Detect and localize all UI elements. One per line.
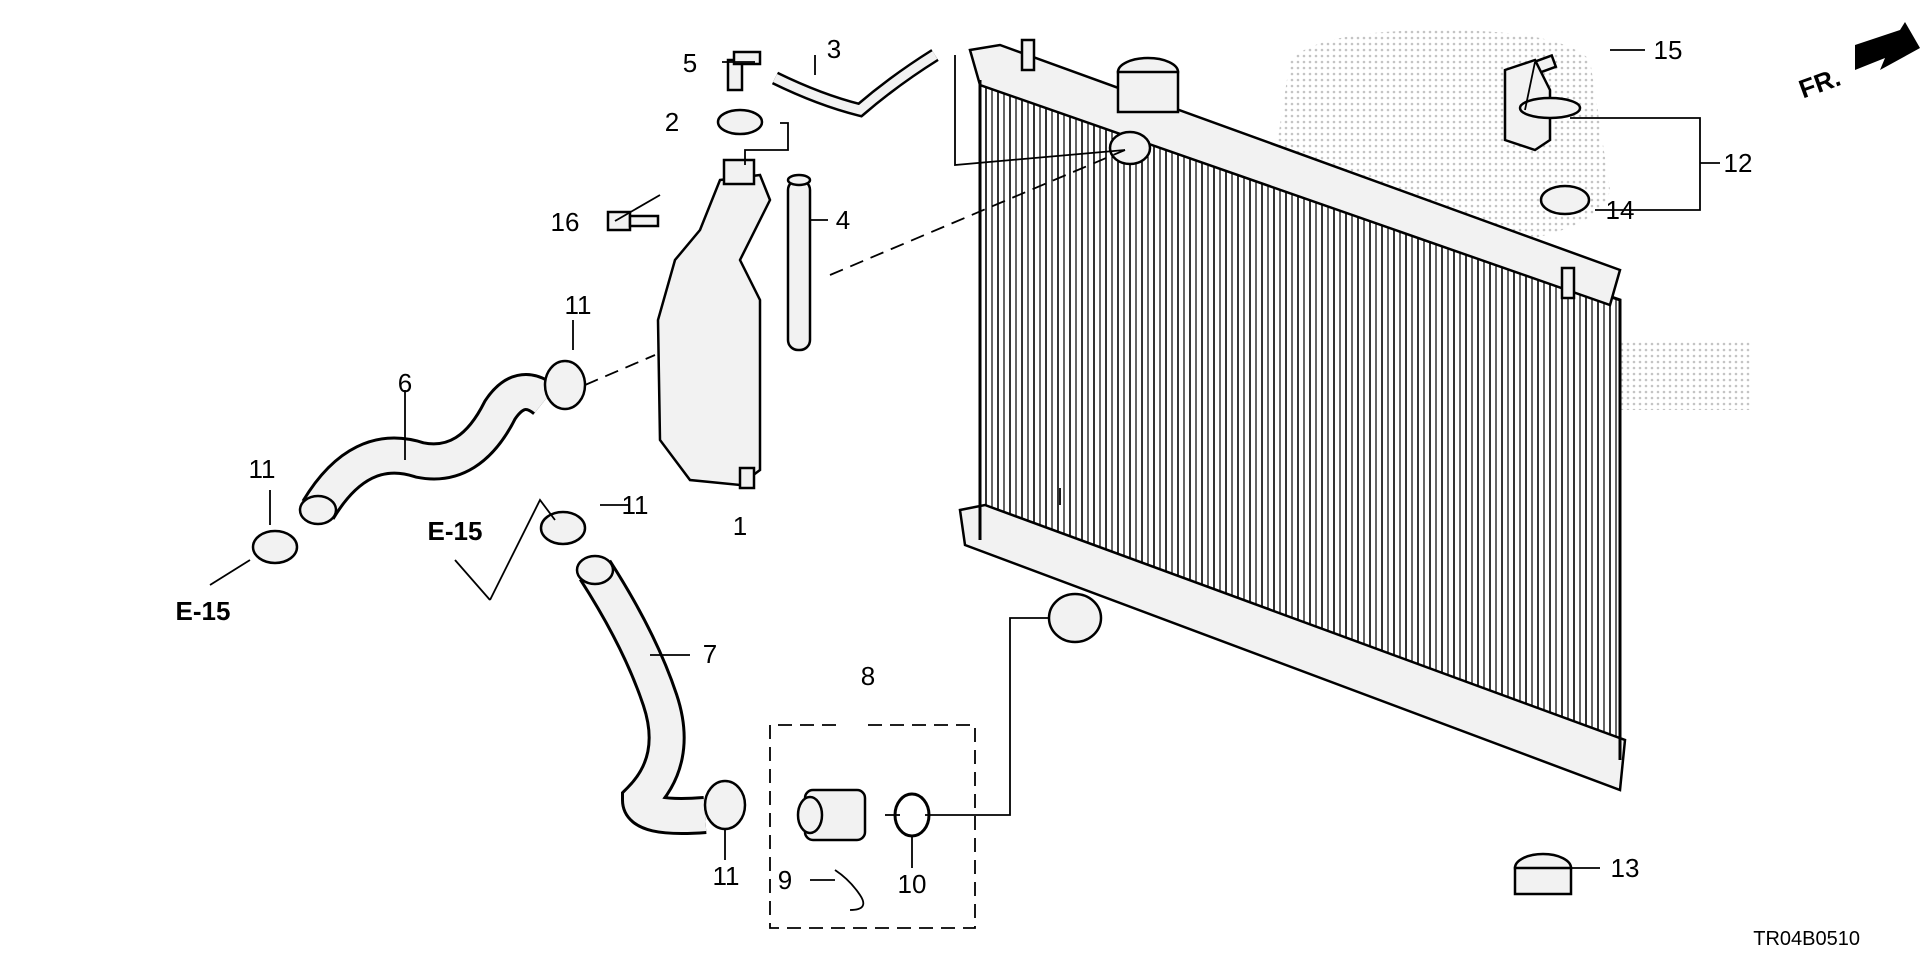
callout-6: 6 [398,368,412,398]
callout-11: 11 [622,490,649,520]
front-arrow-icon [1855,22,1920,70]
callout-14: 14 [1606,195,1635,225]
callout-13: 13 [1611,853,1640,883]
cross-ref-e15[interactable]: E-15 [176,596,231,626]
callout-10: 10 [898,869,927,899]
callout-15: 15 [1654,35,1683,65]
overflow-tube [786,173,812,352]
radiator [958,38,1627,792]
callout-3: 3 [827,34,841,64]
siphon-tube [771,49,939,118]
callout-11: 11 [713,861,740,891]
callout-5: 5 [683,48,697,78]
callout-7: 7 [703,639,717,669]
cross-ref-e15[interactable]: E-15 [428,516,483,546]
front-indicator: FR. [1795,62,1845,105]
callout-11: 11 [249,454,276,484]
callout-1: 1 [733,511,747,541]
callout-8: 8 [861,661,875,691]
callout-9: 9 [778,865,792,895]
assembly-box [769,724,976,929]
callout-2: 2 [665,107,679,137]
reserve-cap [716,108,764,136]
o-ring [893,792,931,838]
outlet-assembly [796,788,931,911]
drawing-code: TR04B0510 [1753,928,1860,950]
callout-11: 11 [565,290,592,320]
leader-lines [209,49,1720,881]
callout-12: 12 [1724,148,1753,178]
callout-16: 16 [551,207,580,237]
reserve-tank [656,158,772,490]
callout-4: 4 [836,205,850,235]
joint [726,50,762,92]
mount-hardware [1503,53,1591,896]
